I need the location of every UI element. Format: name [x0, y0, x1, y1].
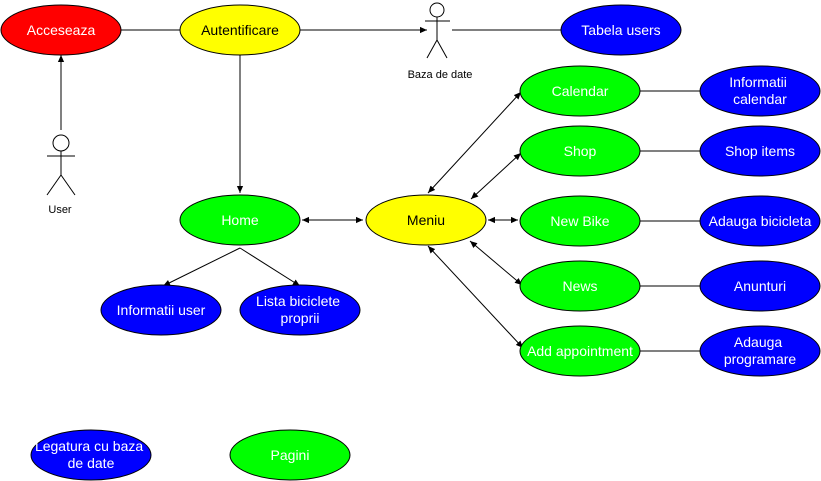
node-shop-label: Shop [564, 143, 597, 159]
node-home: Home [179, 194, 301, 246]
actor-database: Baza de date [408, 2, 473, 81]
line-home-lista-biciclete [239, 247, 301, 287]
node-adauga-bicicleta-label: Adauga bicicleta [709, 213, 812, 229]
node-acceseaza-label: Acceseaza [27, 22, 96, 38]
node-home-label: Home [221, 212, 259, 228]
node-tabela-users: Tabela users [560, 4, 682, 56]
line-meniu-appointment [427, 245, 524, 349]
node-tabela-users-label: Tabela users [581, 22, 660, 38]
node-meniu-label: Meniu [407, 212, 445, 228]
node-news: News [519, 260, 641, 312]
node-anunturi: Anunturi [699, 260, 821, 312]
node-adauga-programare-label: Adauga programare [724, 334, 797, 367]
legend-db-link-label: Legatura cu baza de date [35, 438, 147, 471]
actor-database-label: Baza de date [408, 69, 473, 81]
node-new-bike-label: New Bike [550, 213, 609, 229]
actor-user-head [52, 134, 70, 152]
line-meniu-shop [470, 152, 522, 200]
node-add-appointment-label: Add appointment [527, 343, 633, 359]
node-acceseaza: Acceseaza [0, 4, 122, 56]
node-lista-biciclete: Lista biciclete proprii [239, 284, 361, 336]
line-home-informatii-user [162, 247, 241, 287]
actor-user-label: User [48, 204, 72, 216]
node-informatii-user: Informatii user [100, 284, 222, 336]
node-meniu: Meniu [365, 194, 487, 246]
node-informatii-user-label: Informatii user [117, 302, 206, 318]
node-news-label: News [562, 278, 597, 294]
node-add-appointment: Add appointment [519, 325, 641, 377]
legend-pages-label: Pagini [271, 447, 310, 463]
legend-pages: Pagini [229, 429, 351, 481]
node-adauga-bicicleta: Adauga bicicleta [699, 195, 821, 247]
node-shop-items: Shop items [699, 125, 821, 177]
node-autentificare: Autentificare [179, 4, 301, 56]
node-adauga-programare: Adauga programare [699, 325, 821, 377]
node-autentificare-label: Autentificare [201, 22, 279, 38]
line-meniu-news [469, 240, 523, 286]
line-meniu-calendar [427, 91, 522, 194]
actor-database-head [429, 2, 445, 18]
node-informatii-calendar: Informatii calendar [699, 65, 821, 117]
node-shop-items-label: Shop items [725, 143, 795, 159]
legend-db-link: Legatura cu baza de date [30, 429, 152, 481]
actor-user: User [46, 134, 76, 216]
node-calendar-label: Calendar [552, 83, 609, 99]
node-new-bike: New Bike [519, 195, 641, 247]
connectors [57, 26, 701, 352]
node-lista-biciclete-label: Lista biciclete proprii [256, 293, 344, 326]
node-shop: Shop [519, 125, 641, 177]
node-anunturi-label: Anunturi [734, 278, 786, 294]
node-informatii-calendar-label: Informatii calendar [729, 74, 790, 107]
node-calendar: Calendar [519, 65, 641, 117]
